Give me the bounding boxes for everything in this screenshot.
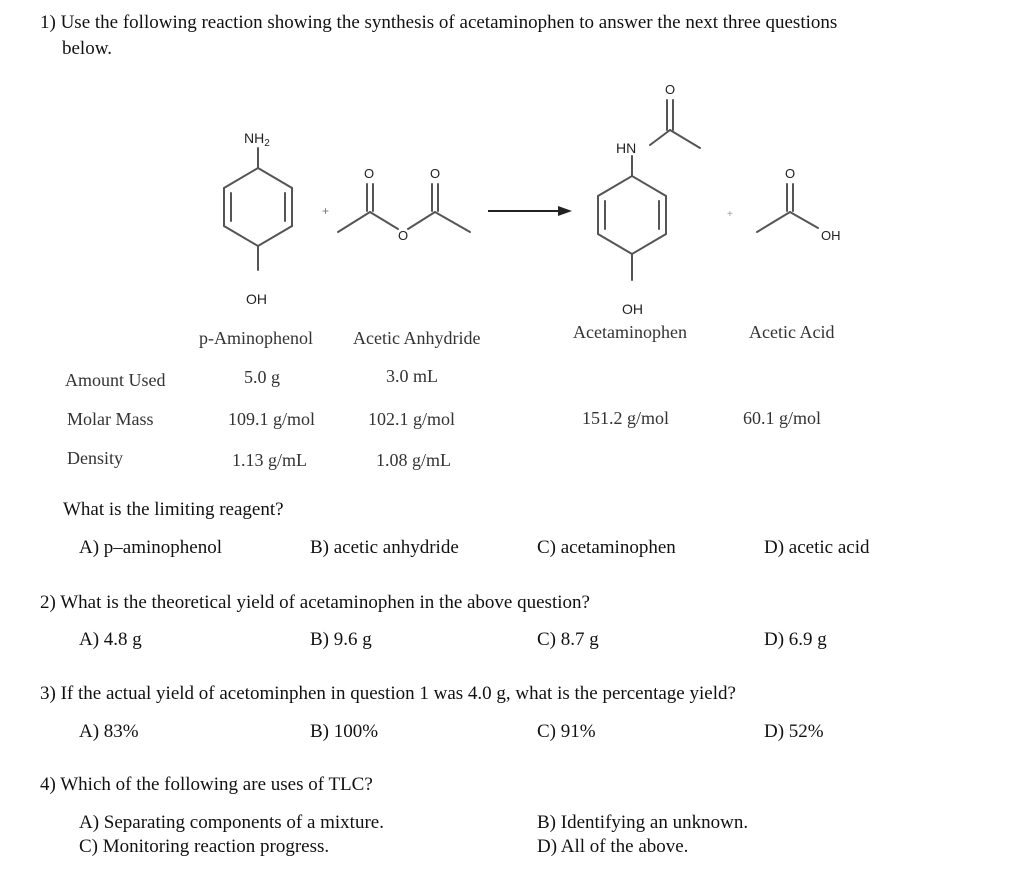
answer-option: C) 91%	[537, 721, 596, 742]
answer-option: C) 8.7 g	[537, 629, 599, 650]
bridge-o-label: O	[398, 228, 408, 243]
reaction-arrow	[488, 206, 572, 216]
hn-label: HN	[616, 140, 636, 156]
compound-name-p-aminophenol: p-Aminophenol	[199, 328, 313, 348]
table-cell: 109.1 g/mol	[228, 409, 316, 429]
reaction-scheme: NH2 OH + O O O HN O OH + O OH	[223, 82, 841, 317]
question-4-text: 4) Which of the following are uses of TL…	[40, 774, 373, 795]
answer-option: A) p–aminophenol	[79, 537, 223, 558]
answer-option: A) 83%	[79, 721, 139, 742]
table-cell: 1.08 g/mL	[376, 450, 451, 470]
table-cell: 3.0 mL	[386, 366, 438, 386]
intro-line-1: 1) Use the following reaction showing th…	[40, 12, 838, 33]
row-label: Density	[67, 448, 123, 468]
plus-sign-1: +	[322, 204, 329, 218]
acid-o-label: O	[785, 166, 795, 181]
question-3-text: 3) If the actual yield of acetominphen i…	[40, 683, 736, 704]
compound-name-acetic-acid: Acetic Acid	[749, 322, 835, 342]
carbonyl-o-label-2: O	[430, 166, 440, 181]
table-cell: 151.2 g/mol	[582, 408, 670, 428]
question-2-text: 2) What is the theoretical yield of acet…	[40, 592, 590, 613]
question-1-text: What is the limiting reagent?	[63, 499, 284, 520]
answer-option: C) Monitoring reaction progress.	[79, 836, 330, 857]
answer-option: B) acetic anhydride	[310, 537, 459, 558]
answer-option: C) acetaminophen	[537, 537, 676, 558]
table-cell: 60.1 g/mol	[743, 408, 822, 428]
table-cell: 1.13 g/mL	[232, 450, 307, 470]
table-cell: 102.1 g/mol	[368, 409, 456, 429]
oh-label-3: OH	[821, 228, 841, 243]
compound-name-acetic-anhydride: Acetic Anhydride	[353, 328, 481, 348]
compound-name-acetaminophen: Acetaminophen	[573, 322, 687, 342]
answer-option: D) acetic acid	[764, 537, 870, 558]
intro-line-2: below.	[62, 38, 112, 59]
answer-option: B) 100%	[310, 721, 379, 742]
amide-o-label: O	[665, 82, 675, 97]
carbonyl-o-label-1: O	[364, 166, 374, 181]
p-aminophenol-structure	[223, 147, 293, 271]
nh2-label: NH2	[244, 130, 270, 149]
plus-sign-2: +	[727, 209, 733, 220]
answer-option: D) All of the above.	[537, 836, 689, 857]
acetic-acid-structure	[756, 183, 819, 233]
answer-option: B) Identifying an unknown.	[537, 812, 749, 833]
acetaminophen-structure	[597, 99, 701, 281]
answer-option: A) 4.8 g	[79, 629, 142, 650]
acetic-anhydride-structure	[337, 183, 471, 233]
oh-label-1: OH	[246, 291, 267, 307]
row-label: Amount Used	[65, 370, 166, 390]
oh-label-2: OH	[622, 301, 643, 317]
answer-option: D) 52%	[764, 721, 824, 742]
answer-option: A) Separating components of a mixture.	[79, 812, 384, 833]
answer-option: D) 6.9 g	[764, 629, 827, 650]
answer-option: B) 9.6 g	[310, 629, 372, 650]
table-cell: 5.0 g	[244, 367, 280, 387]
row-label: Molar Mass	[67, 409, 154, 429]
